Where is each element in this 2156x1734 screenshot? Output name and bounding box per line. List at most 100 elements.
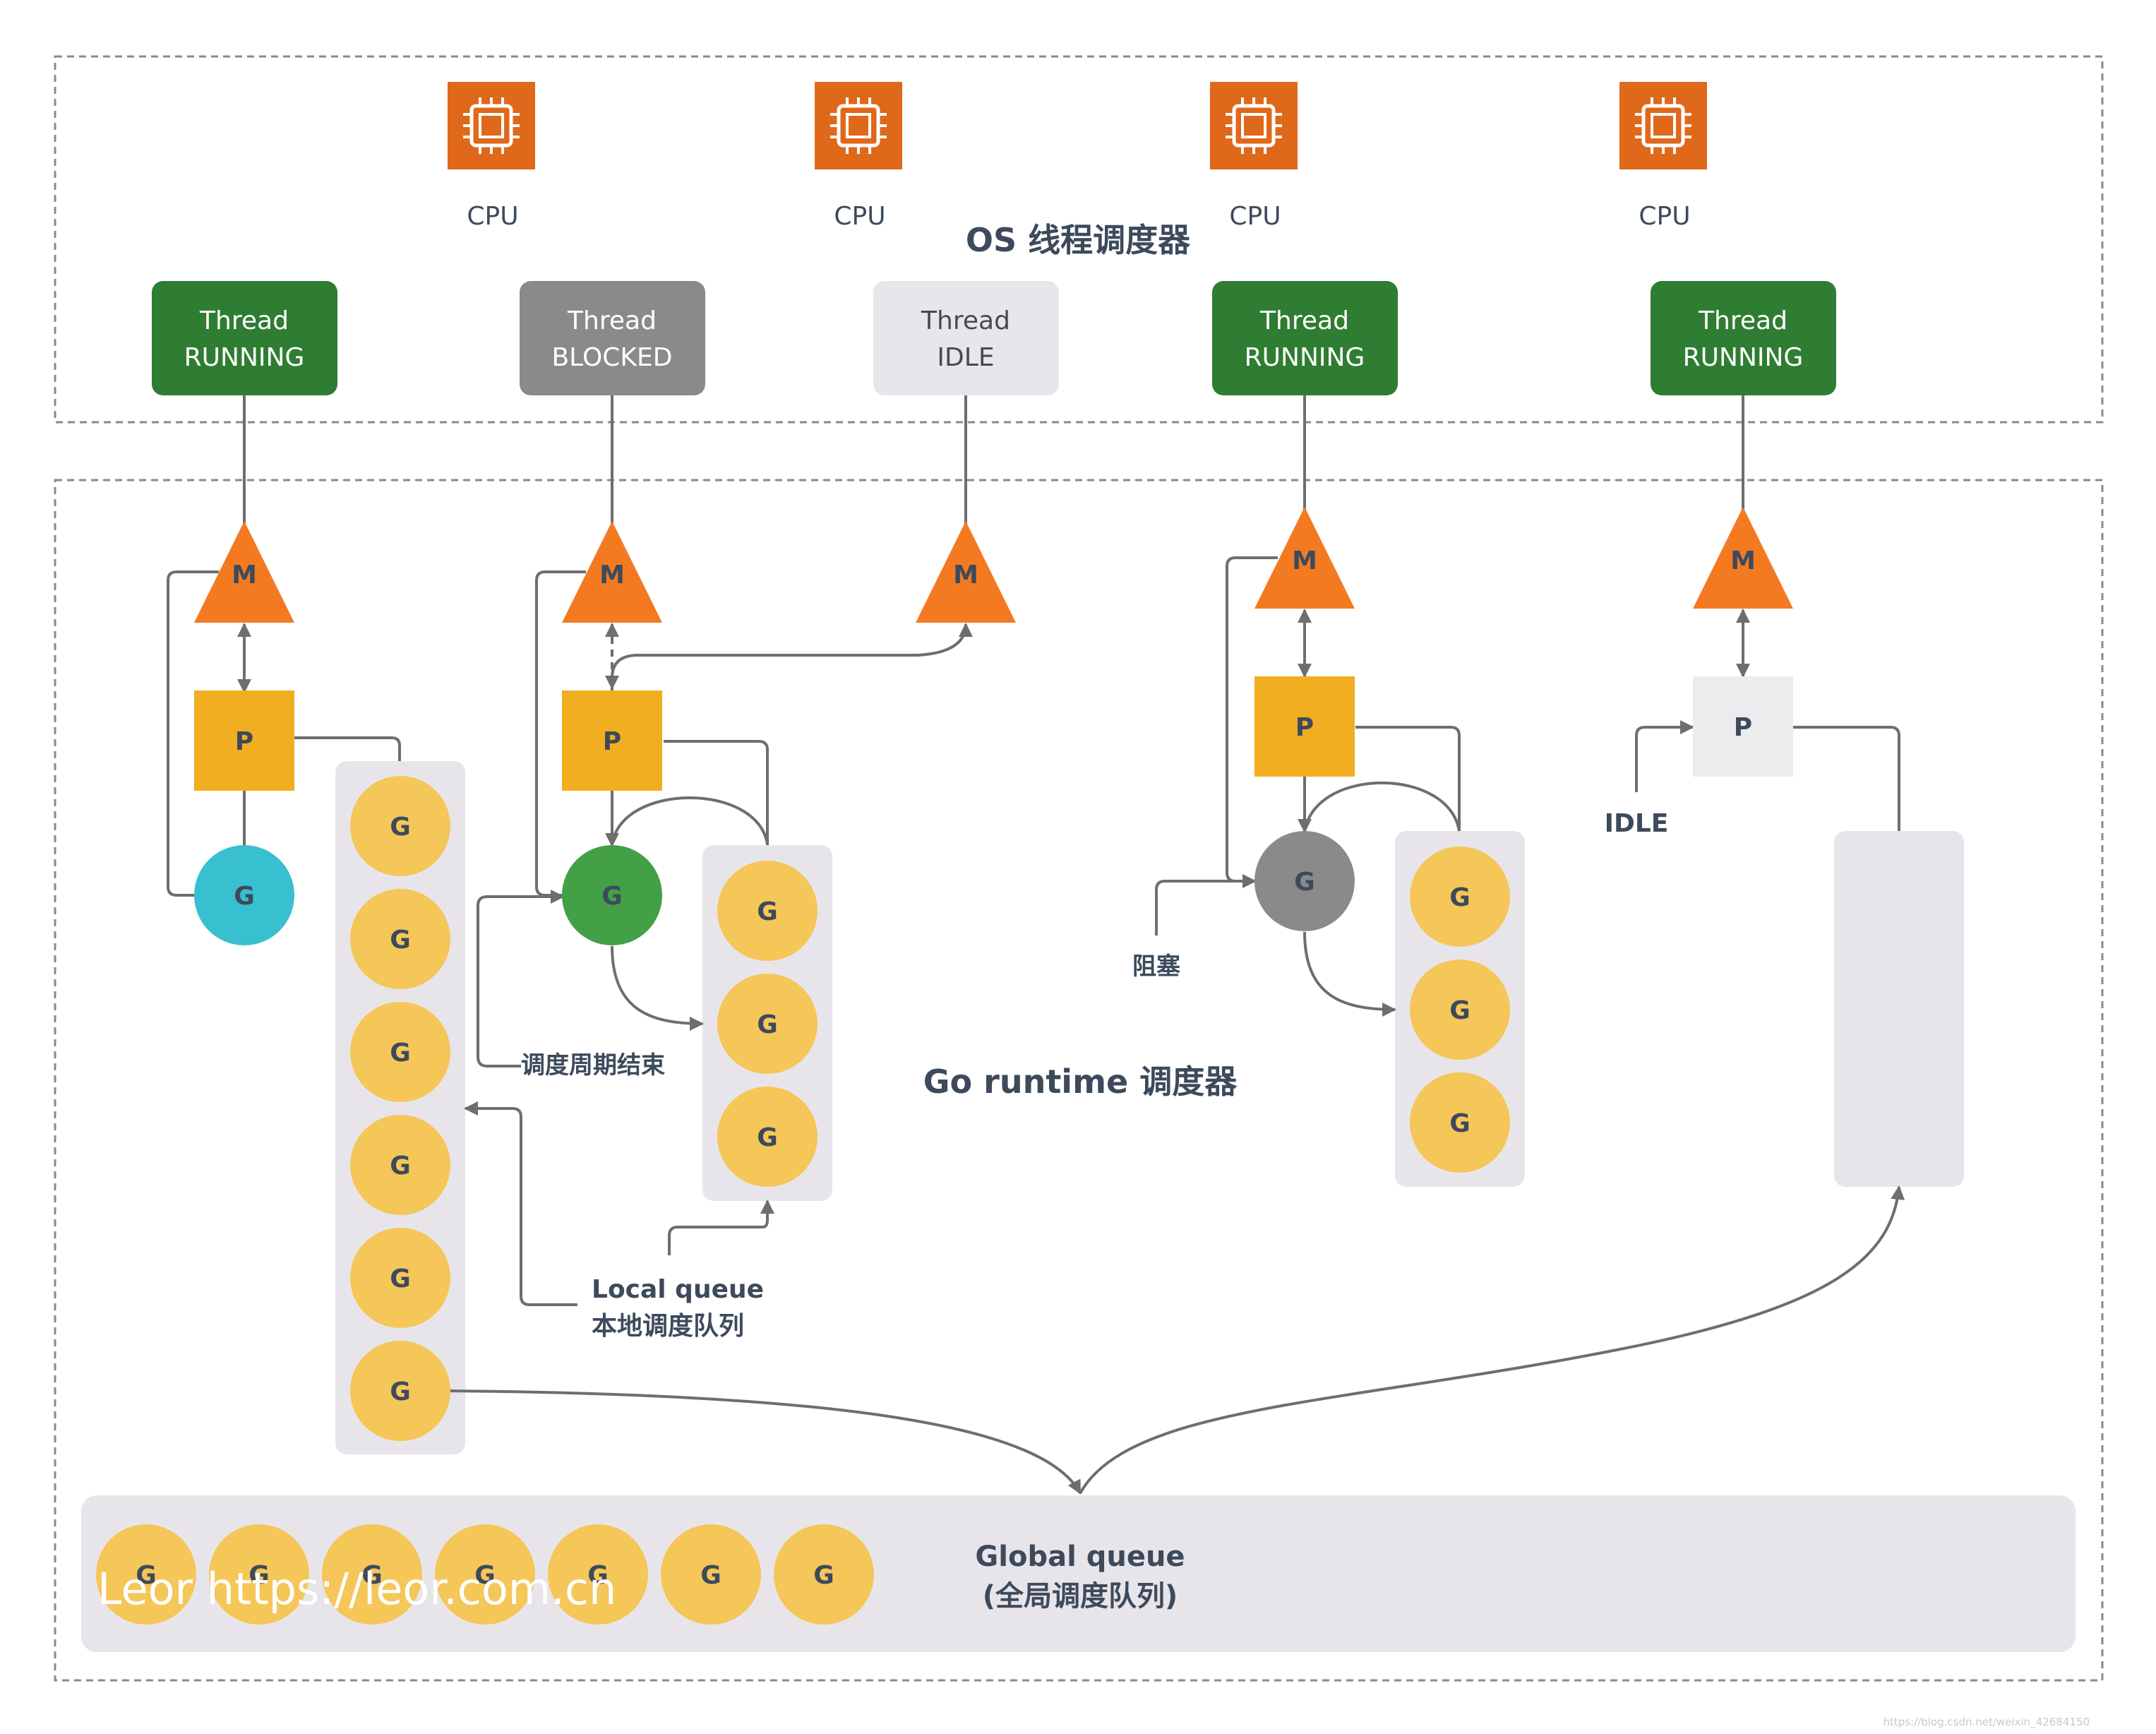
svg-text:G: G	[136, 1561, 157, 1590]
svg-text:G: G	[361, 1561, 383, 1590]
queued-goroutine: G	[1410, 1072, 1510, 1173]
cpu-group-2: CPU	[815, 82, 902, 231]
queued-goroutine: G	[717, 1087, 818, 1187]
svg-text:G: G	[474, 1561, 496, 1590]
processor-p-1: P	[194, 690, 294, 791]
machine-label: M	[232, 561, 257, 590]
runtime-scheduler-title: Go runtime 调度器	[923, 1063, 1238, 1101]
local-queue-label-en: Local queue	[592, 1275, 764, 1304]
thread-state: RUNNING	[1683, 343, 1804, 372]
thread-label: Thread	[199, 306, 289, 335]
svg-text:G: G	[757, 1123, 778, 1152]
machine-label: M	[953, 561, 978, 590]
queued-goroutine: G	[774, 1524, 874, 1625]
processor-p-3: P	[1254, 676, 1355, 777]
processor-label: P	[235, 727, 253, 756]
thread-state: IDLE	[937, 343, 994, 372]
queued-goroutine: G	[435, 1524, 535, 1625]
queued-goroutine: G	[350, 776, 450, 876]
cpu-label: CPU	[467, 202, 518, 231]
goroutine-running-1: G	[194, 845, 294, 945]
queued-goroutine: G	[350, 1115, 450, 1215]
cpu-chip-icon	[448, 82, 535, 169]
thread-box-1: Thread RUNNING	[152, 281, 337, 395]
os-scheduler-title: OS 线程调度器	[966, 221, 1191, 259]
queued-goroutine: G	[350, 1341, 450, 1441]
goroutine-running-2: G	[562, 845, 662, 945]
local-queue-4-empty	[1834, 831, 1964, 1187]
thread-state: BLOCKED	[551, 343, 672, 372]
thread-state: RUNNING	[1245, 343, 1365, 372]
svg-text:G: G	[700, 1561, 721, 1590]
queued-goroutine: G	[1410, 847, 1510, 947]
cpu-group-1: CPU	[448, 82, 535, 231]
cpu-chip-icon	[815, 82, 902, 169]
queued-goroutine: G	[1410, 959, 1510, 1060]
svg-text:G: G	[757, 897, 778, 926]
machine-label: M	[1730, 546, 1756, 575]
processor-label: P	[1734, 713, 1752, 742]
goroutine-label: G	[601, 882, 623, 911]
queued-goroutine: G	[322, 1524, 422, 1625]
cpu-chip-icon	[1619, 82, 1707, 169]
svg-text:G: G	[1449, 883, 1471, 912]
machine-m-3: M	[916, 521, 1016, 623]
processor-label: P	[1295, 713, 1314, 742]
cpu-group-4: CPU	[1619, 82, 1707, 231]
machine-m-1: M	[194, 521, 294, 623]
machine-m-4: M	[1254, 507, 1355, 609]
cpu-chip-icon	[1210, 82, 1298, 169]
machine-label: M	[599, 561, 625, 590]
svg-text:G: G	[390, 1152, 411, 1180]
thread-box-5: Thread RUNNING	[1651, 281, 1836, 395]
thread-box-2: Thread BLOCKED	[520, 281, 705, 395]
svg-text:G: G	[390, 1264, 411, 1293]
queued-goroutine: G	[717, 974, 818, 1074]
cpu-group-3: CPU	[1210, 82, 1298, 231]
goroutine-blocked: G	[1254, 831, 1355, 931]
thread-box-3: Thread IDLE	[873, 281, 1059, 395]
svg-text:G: G	[248, 1561, 270, 1590]
svg-text:G: G	[390, 926, 411, 955]
goroutine-label: G	[1294, 868, 1315, 897]
machine-m-2: M	[562, 521, 662, 623]
thread-state: RUNNING	[184, 343, 305, 372]
watermark-text: Leor https://leor.com.cn	[97, 1563, 616, 1615]
cpu-label: CPU	[1639, 202, 1690, 231]
svg-text:G: G	[1449, 996, 1471, 1025]
svg-text:G: G	[390, 1039, 411, 1068]
thread-label: Thread	[921, 306, 1010, 335]
svg-text:G: G	[813, 1561, 834, 1590]
processor-label: P	[603, 727, 621, 756]
cpu-label: CPU	[834, 202, 885, 231]
processor-p-2: P	[562, 690, 662, 791]
runtime-scheduler-region	[54, 479, 2104, 1682]
corner-watermark: https://blog.csdn.net/weixin_42684150	[1883, 1716, 2090, 1729]
local-queue-3-goroutines: G G G	[1410, 847, 1510, 1173]
global-queue-title-en: Global queue	[975, 1541, 1185, 1573]
thread-label: Thread	[1698, 306, 1787, 335]
machine-label: M	[1292, 546, 1317, 575]
queued-goroutine: G	[717, 861, 818, 961]
runtime-connectors	[167, 556, 1905, 1495]
global-queue-title-zh: (全局调度队列)	[983, 1580, 1178, 1613]
local-queue-1-goroutines: G G G G G G	[350, 776, 450, 1441]
blocked-label: 阻塞	[1132, 952, 1180, 981]
thread-box-4: Thread RUNNING	[1212, 281, 1398, 395]
cpu-label: CPU	[1229, 202, 1281, 231]
machine-m-5: M	[1693, 507, 1793, 609]
svg-text:G: G	[390, 1377, 411, 1406]
svg-text:G: G	[757, 1010, 778, 1039]
goroutine-label: G	[234, 882, 255, 911]
queued-goroutine: G	[350, 1228, 450, 1328]
local-queue-label-zh: 本地调度队列	[592, 1312, 744, 1341]
queued-goroutine: G	[96, 1524, 196, 1625]
processor-p-4-idle: P	[1693, 676, 1793, 777]
queued-goroutine: G	[661, 1524, 761, 1625]
queued-goroutine: G	[350, 1002, 450, 1102]
svg-text:G: G	[587, 1561, 609, 1590]
svg-text:G: G	[390, 813, 411, 842]
queued-goroutine: G	[350, 889, 450, 989]
